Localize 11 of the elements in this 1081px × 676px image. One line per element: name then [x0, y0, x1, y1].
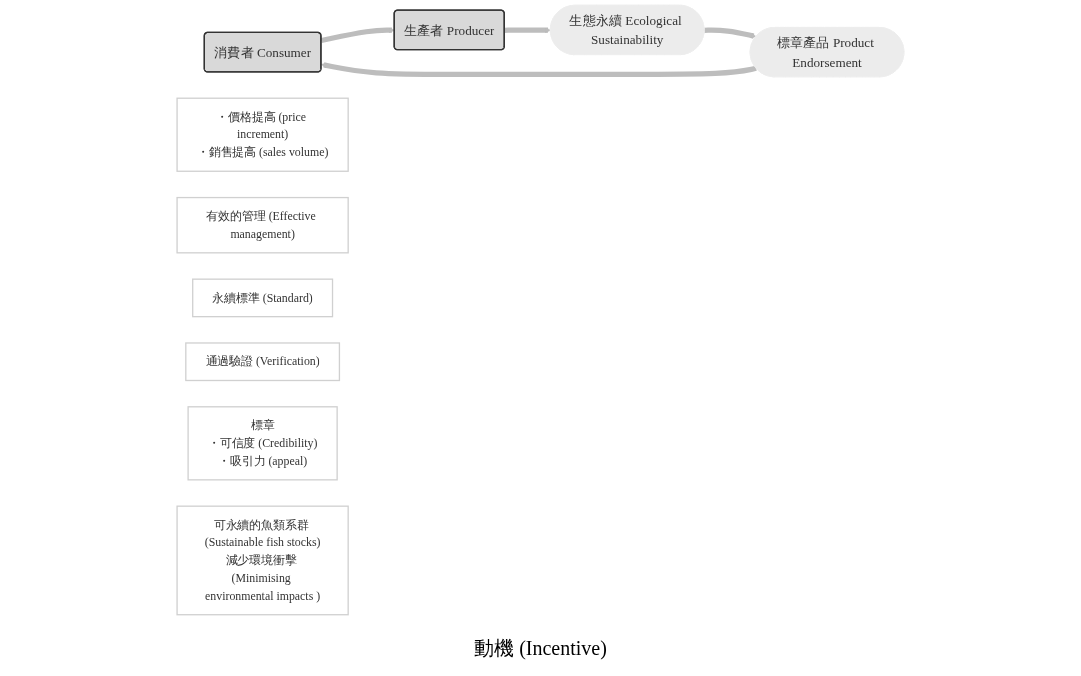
- node-box: 通過驗證 (Verification): [185, 342, 341, 382]
- node-box: 可永續的魚類系群 (Sustainable fish stocks) 減少環境衝擊 (Minimising environmental impacts ): [176, 505, 349, 616]
- node-box: 有效的管理 (Effective management): [176, 196, 349, 254]
- arrow: [504, 27, 551, 34]
- arrow: [320, 27, 395, 44]
- arrow: [704, 27, 757, 39]
- node-box: 標章 ・可信度 (Credibility) ・吸引力 (appeal): [187, 406, 338, 481]
- arrow: [321, 62, 757, 77]
- node-box: 永續標準 (Standard): [192, 278, 334, 318]
- node-box: ・價格提高 (price increment) ・銷售提高 (sales volume): [176, 97, 349, 172]
- note-text: 動機 (Incentive): [474, 635, 607, 662]
